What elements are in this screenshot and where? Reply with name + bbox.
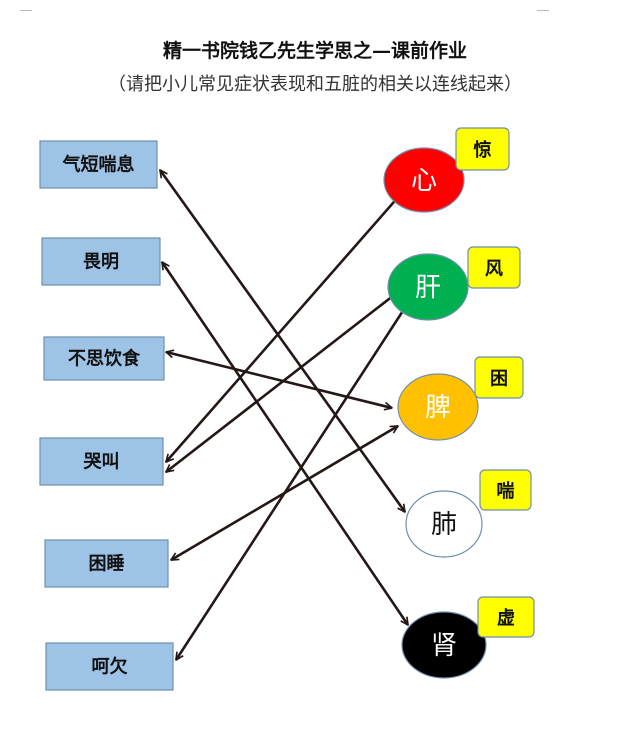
organ-label: 肺 (431, 510, 457, 540)
tag-label: 虚 (497, 607, 515, 629)
symptom-box: 呵欠 (45, 642, 174, 691)
symptom-label: 不思饮食 (68, 348, 141, 370)
margin-mark (20, 10, 32, 11)
tag-box (479, 469, 532, 511)
connection-arrow-畏明-肾 (160, 262, 410, 625)
page-subtitle: （请把小儿常见症状表现和五脏的相关以连线起来） (108, 74, 522, 95)
tag-box (477, 596, 535, 638)
organ-node: 肺喘 (405, 469, 532, 558)
organ-node: 肾虚 (401, 596, 535, 679)
organ-node: 肝风 (387, 246, 521, 321)
tag-label: 惊 (474, 139, 492, 161)
organ-label: 脾 (425, 393, 451, 423)
tag-box (467, 246, 521, 289)
symptom-box-bg (45, 642, 174, 691)
organ-label: 心 (411, 166, 437, 196)
organ-circle (401, 611, 487, 679)
tag-label: 喘 (497, 480, 515, 502)
connection-arrow-气短喘息-肺 (160, 170, 405, 512)
organ-label: 肝 (415, 273, 441, 303)
margin-mark (537, 10, 549, 11)
symptom-box: 畏明 (41, 237, 161, 286)
tag-box (474, 356, 524, 399)
symptom-box-bg (39, 437, 164, 486)
symptom-box: 哭叫 (39, 437, 164, 486)
tag-label: 风 (485, 259, 503, 280)
symptom-box: 困睡 (44, 539, 169, 588)
organ-node: 脾困 (397, 356, 524, 441)
connection-arrow-呵欠-肝 (174, 300, 412, 660)
organ-circle (397, 373, 479, 441)
organ-circle (387, 253, 469, 321)
connection-arrow-哭叫-心 (166, 195, 400, 462)
symptom-label: 呵欠 (92, 656, 128, 678)
organ-label: 肾 (431, 631, 457, 661)
organ-circle (383, 147, 465, 213)
symptom-box-bg (43, 336, 165, 381)
organ-circle (405, 490, 483, 558)
page-title: 精一书院钱乙先生学思之—课前作业 (162, 40, 467, 62)
tag-label: 困 (490, 369, 508, 390)
symptom-label: 畏明 (83, 252, 119, 273)
symptom-box-bg (41, 237, 161, 286)
symptom-label: 困睡 (89, 554, 125, 575)
symptom-box: 气短喘息 (39, 140, 158, 189)
tag-box (455, 127, 510, 171)
symptom-label: 哭叫 (83, 452, 120, 473)
symptom-label: 气短喘息 (62, 154, 135, 176)
symptom-box-bg (39, 140, 158, 189)
symptom-box-bg (44, 539, 169, 588)
symptom-box: 不思饮食 (43, 336, 165, 381)
organ-node: 心惊 (383, 127, 510, 213)
